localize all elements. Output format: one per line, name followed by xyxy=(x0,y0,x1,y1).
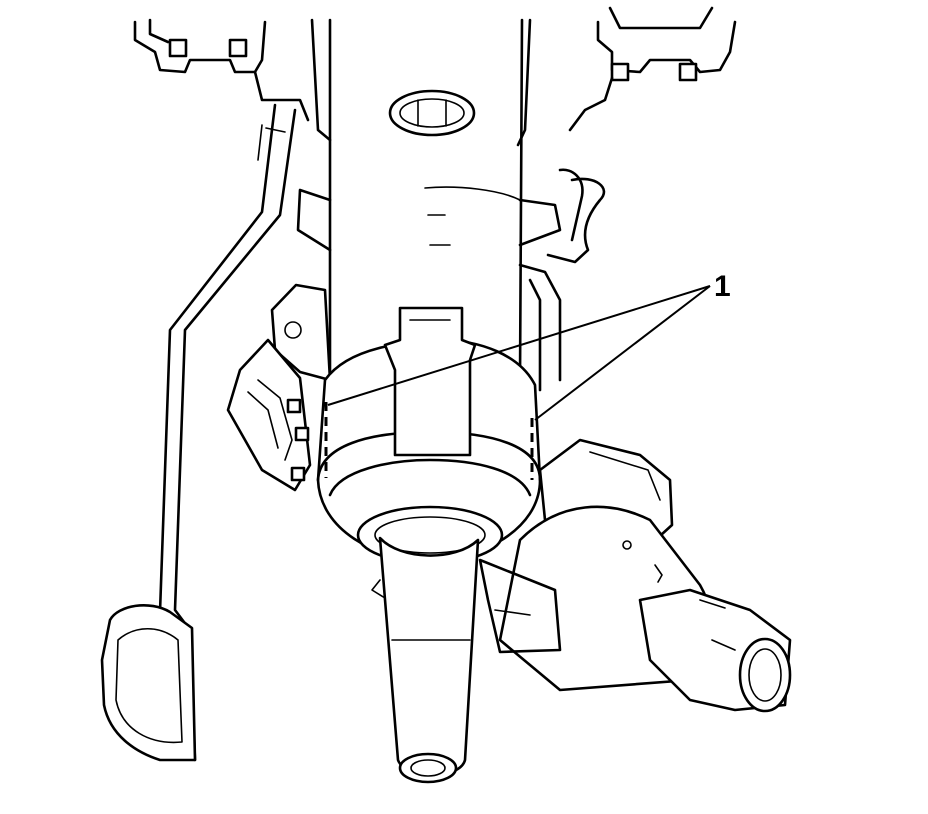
column-oval-slot xyxy=(388,89,476,137)
lever-bracket xyxy=(100,103,297,762)
column-shaft xyxy=(356,505,504,784)
hidden-edge-lines xyxy=(324,402,534,480)
lock-housing xyxy=(316,306,542,562)
upper-left-mount-bracket xyxy=(133,18,310,122)
upper-right-mount-bracket xyxy=(568,6,737,132)
callout-1-leaders xyxy=(327,285,711,421)
column-upper-tube xyxy=(296,18,562,382)
left-switch-assembly xyxy=(226,283,332,492)
ignition-switch-body xyxy=(478,438,792,713)
right-wire-clip xyxy=(518,168,606,392)
callout-1-label: 1 xyxy=(714,270,731,303)
